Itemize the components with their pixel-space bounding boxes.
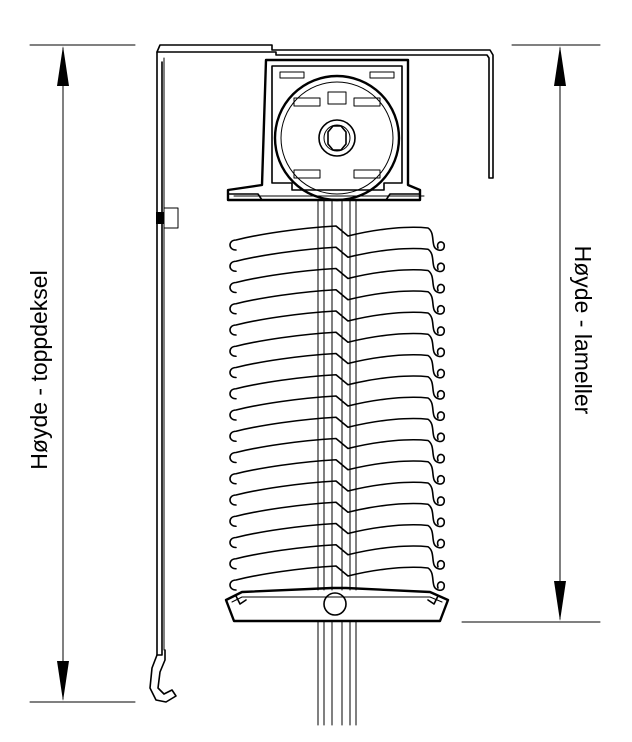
- slat-height-label: Høyde - lameller: [570, 246, 596, 415]
- cover-bottom-hook: [149, 649, 177, 703]
- bottom-rail: [224, 586, 450, 623]
- slat: [229, 373, 446, 400]
- top-cover: [149, 44, 494, 703]
- slat: [229, 437, 446, 464]
- slat: [229, 543, 446, 570]
- slat-arrow-down: [554, 581, 566, 621]
- top-cover-dimension: Høyde - toppdeksel: [26, 44, 136, 703]
- slat: [229, 225, 446, 252]
- ladder-cords: [317, 199, 357, 591]
- slat: [229, 565, 446, 592]
- slat: [229, 395, 446, 422]
- slat: [229, 416, 446, 443]
- slat: [229, 246, 446, 273]
- slat-dimension: Høyde - lameller: [461, 44, 601, 623]
- top-cover-arrow-up: [57, 46, 69, 86]
- slat: [229, 310, 446, 337]
- slat: [229, 331, 446, 358]
- tilt-rod: [318, 119, 356, 157]
- slat: [229, 267, 446, 294]
- slat: [229, 458, 446, 485]
- slat-stack: [229, 225, 446, 592]
- top-cover-arrow-down: [57, 661, 69, 701]
- slat: [229, 501, 446, 528]
- hanging-cords: [317, 620, 357, 726]
- slat: [229, 352, 446, 379]
- slat: [229, 522, 446, 549]
- slat: [229, 480, 446, 507]
- cover-clip: [156, 212, 164, 224]
- top-cover-height-label: Høyde - toppdeksel: [26, 270, 52, 469]
- slat-arrow-up: [554, 46, 566, 86]
- slat: [229, 288, 446, 315]
- headrail: [226, 58, 425, 211]
- bottom-rail-cord-hole: [323, 592, 347, 616]
- tilt-drum: [273, 74, 401, 202]
